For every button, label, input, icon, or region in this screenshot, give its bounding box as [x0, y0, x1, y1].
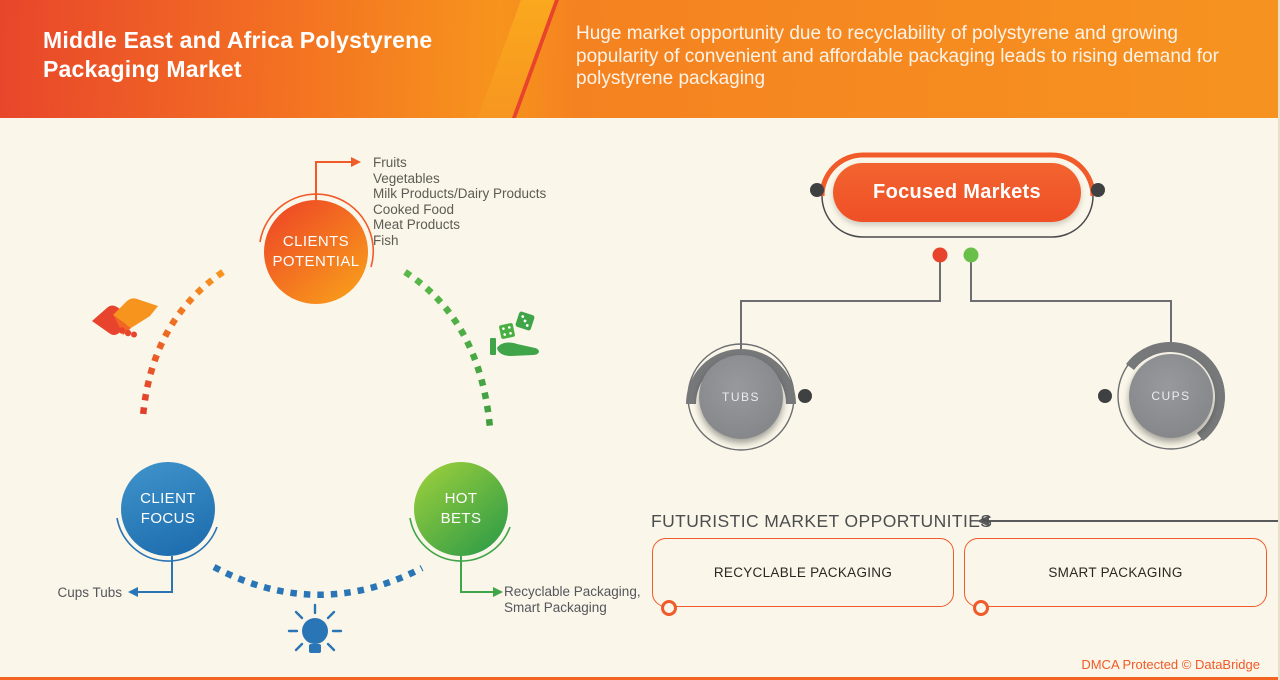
tubs-side-dot — [798, 389, 812, 403]
hot-bets-line2: BETS — [440, 510, 482, 527]
page-title-line1: Middle East and Africa Polystyrene — [43, 27, 433, 53]
hot-bets-target-line1: Recyclable Packaging, — [504, 584, 641, 599]
cups-label: CUPS — [1151, 389, 1191, 403]
list-item: Fruits — [373, 155, 407, 170]
client-focus-connector — [128, 556, 173, 597]
dice-hand-icon — [490, 311, 539, 356]
tubs-label: TUBS — [721, 390, 760, 404]
page-title: Middle East and Africa Polystyrene Packa… — [43, 26, 432, 84]
header-diagonal-stripe — [470, 0, 564, 118]
hot-bets-line1: HOT — [444, 490, 478, 507]
page-title-line2: Packaging Market — [43, 56, 242, 82]
outline-dot-left — [810, 183, 824, 197]
list-item: Fish — [373, 232, 399, 248]
smart-packaging-box: SMART PACKAGING — [964, 538, 1267, 616]
clients-potential-label: CLIENTS POTENTIAL — [273, 232, 360, 272]
cups-side-dot — [1098, 389, 1112, 403]
hot-bets-target-line2: Smart Packaging — [504, 599, 607, 615]
bottom-accent-bar — [0, 677, 1278, 680]
smart-packaging-label: SMART PACKAGING — [1048, 565, 1183, 580]
red-dot — [932, 247, 948, 263]
arrow-right-icon — [493, 587, 503, 597]
recyclable-packaging-label: RECYCLABLE PACKAGING — [713, 565, 893, 580]
hot-bets-connector — [460, 556, 503, 597]
box-corner-dot — [973, 600, 989, 616]
clients-potential-node: CLIENTS POTENTIAL — [264, 200, 368, 304]
dotted-arc-green — [403, 269, 494, 429]
client-focus-line2: FOCUS — [140, 510, 196, 527]
clients-potential-line1: CLIENTS — [282, 233, 350, 250]
hot-bets-target: Recyclable Packaging, Smart Packaging — [504, 584, 641, 615]
handshake-icon — [92, 298, 158, 338]
green-dot — [963, 247, 979, 263]
recyclable-packaging-box: RECYCLABLE PACKAGING — [652, 538, 954, 616]
clients-potential-list: Fruits Vegetables Milk Products/Dairy Pr… — [373, 155, 546, 248]
futuristic-heading: FUTURISTIC MARKET OPPORTUNITIES — [651, 511, 993, 531]
tubs-node: TUBS — [699, 355, 783, 439]
clients-potential-connector — [315, 157, 361, 200]
client-focus-label: CLIENT FOCUS — [140, 489, 196, 529]
header-banner: Middle East and Africa Polystyrene Packa… — [0, 0, 1278, 118]
box-corner-dot — [661, 600, 677, 616]
client-focus-node: CLIENT FOCUS — [121, 462, 215, 556]
arrow-left-icon — [128, 587, 138, 597]
cups-node: CUPS — [1129, 354, 1213, 438]
list-item: Vegetables — [373, 170, 440, 186]
hot-bets-node: HOT BETS — [414, 462, 508, 556]
hot-bets-label: HOT BETS — [441, 489, 482, 529]
focused-markets-pill: Focused Markets — [833, 163, 1081, 222]
arrow-right-icon — [351, 157, 361, 167]
list-item: Milk Products/Dairy Products — [373, 186, 547, 201]
heading-arrow — [977, 515, 1278, 527]
lightbulb-icon — [287, 603, 343, 653]
dmca-watermark: DMCA Protected © DataBridge — [1081, 657, 1260, 672]
list-item: Meat Products — [373, 217, 461, 232]
client-focus-target: Cups Tubs — [57, 585, 122, 600]
outline-dot-right — [1091, 183, 1105, 197]
dotted-arc-blue — [212, 564, 424, 598]
clients-potential-line2: POTENTIAL — [272, 253, 360, 270]
dotted-arc-orange — [139, 269, 225, 417]
list-item: Cooked Food — [373, 201, 455, 217]
page-subtitle: Huge market opportunity due to recyclabi… — [576, 23, 1219, 89]
client-focus-line1: CLIENT — [140, 490, 196, 507]
branch-connectors — [740, 247, 1172, 349]
